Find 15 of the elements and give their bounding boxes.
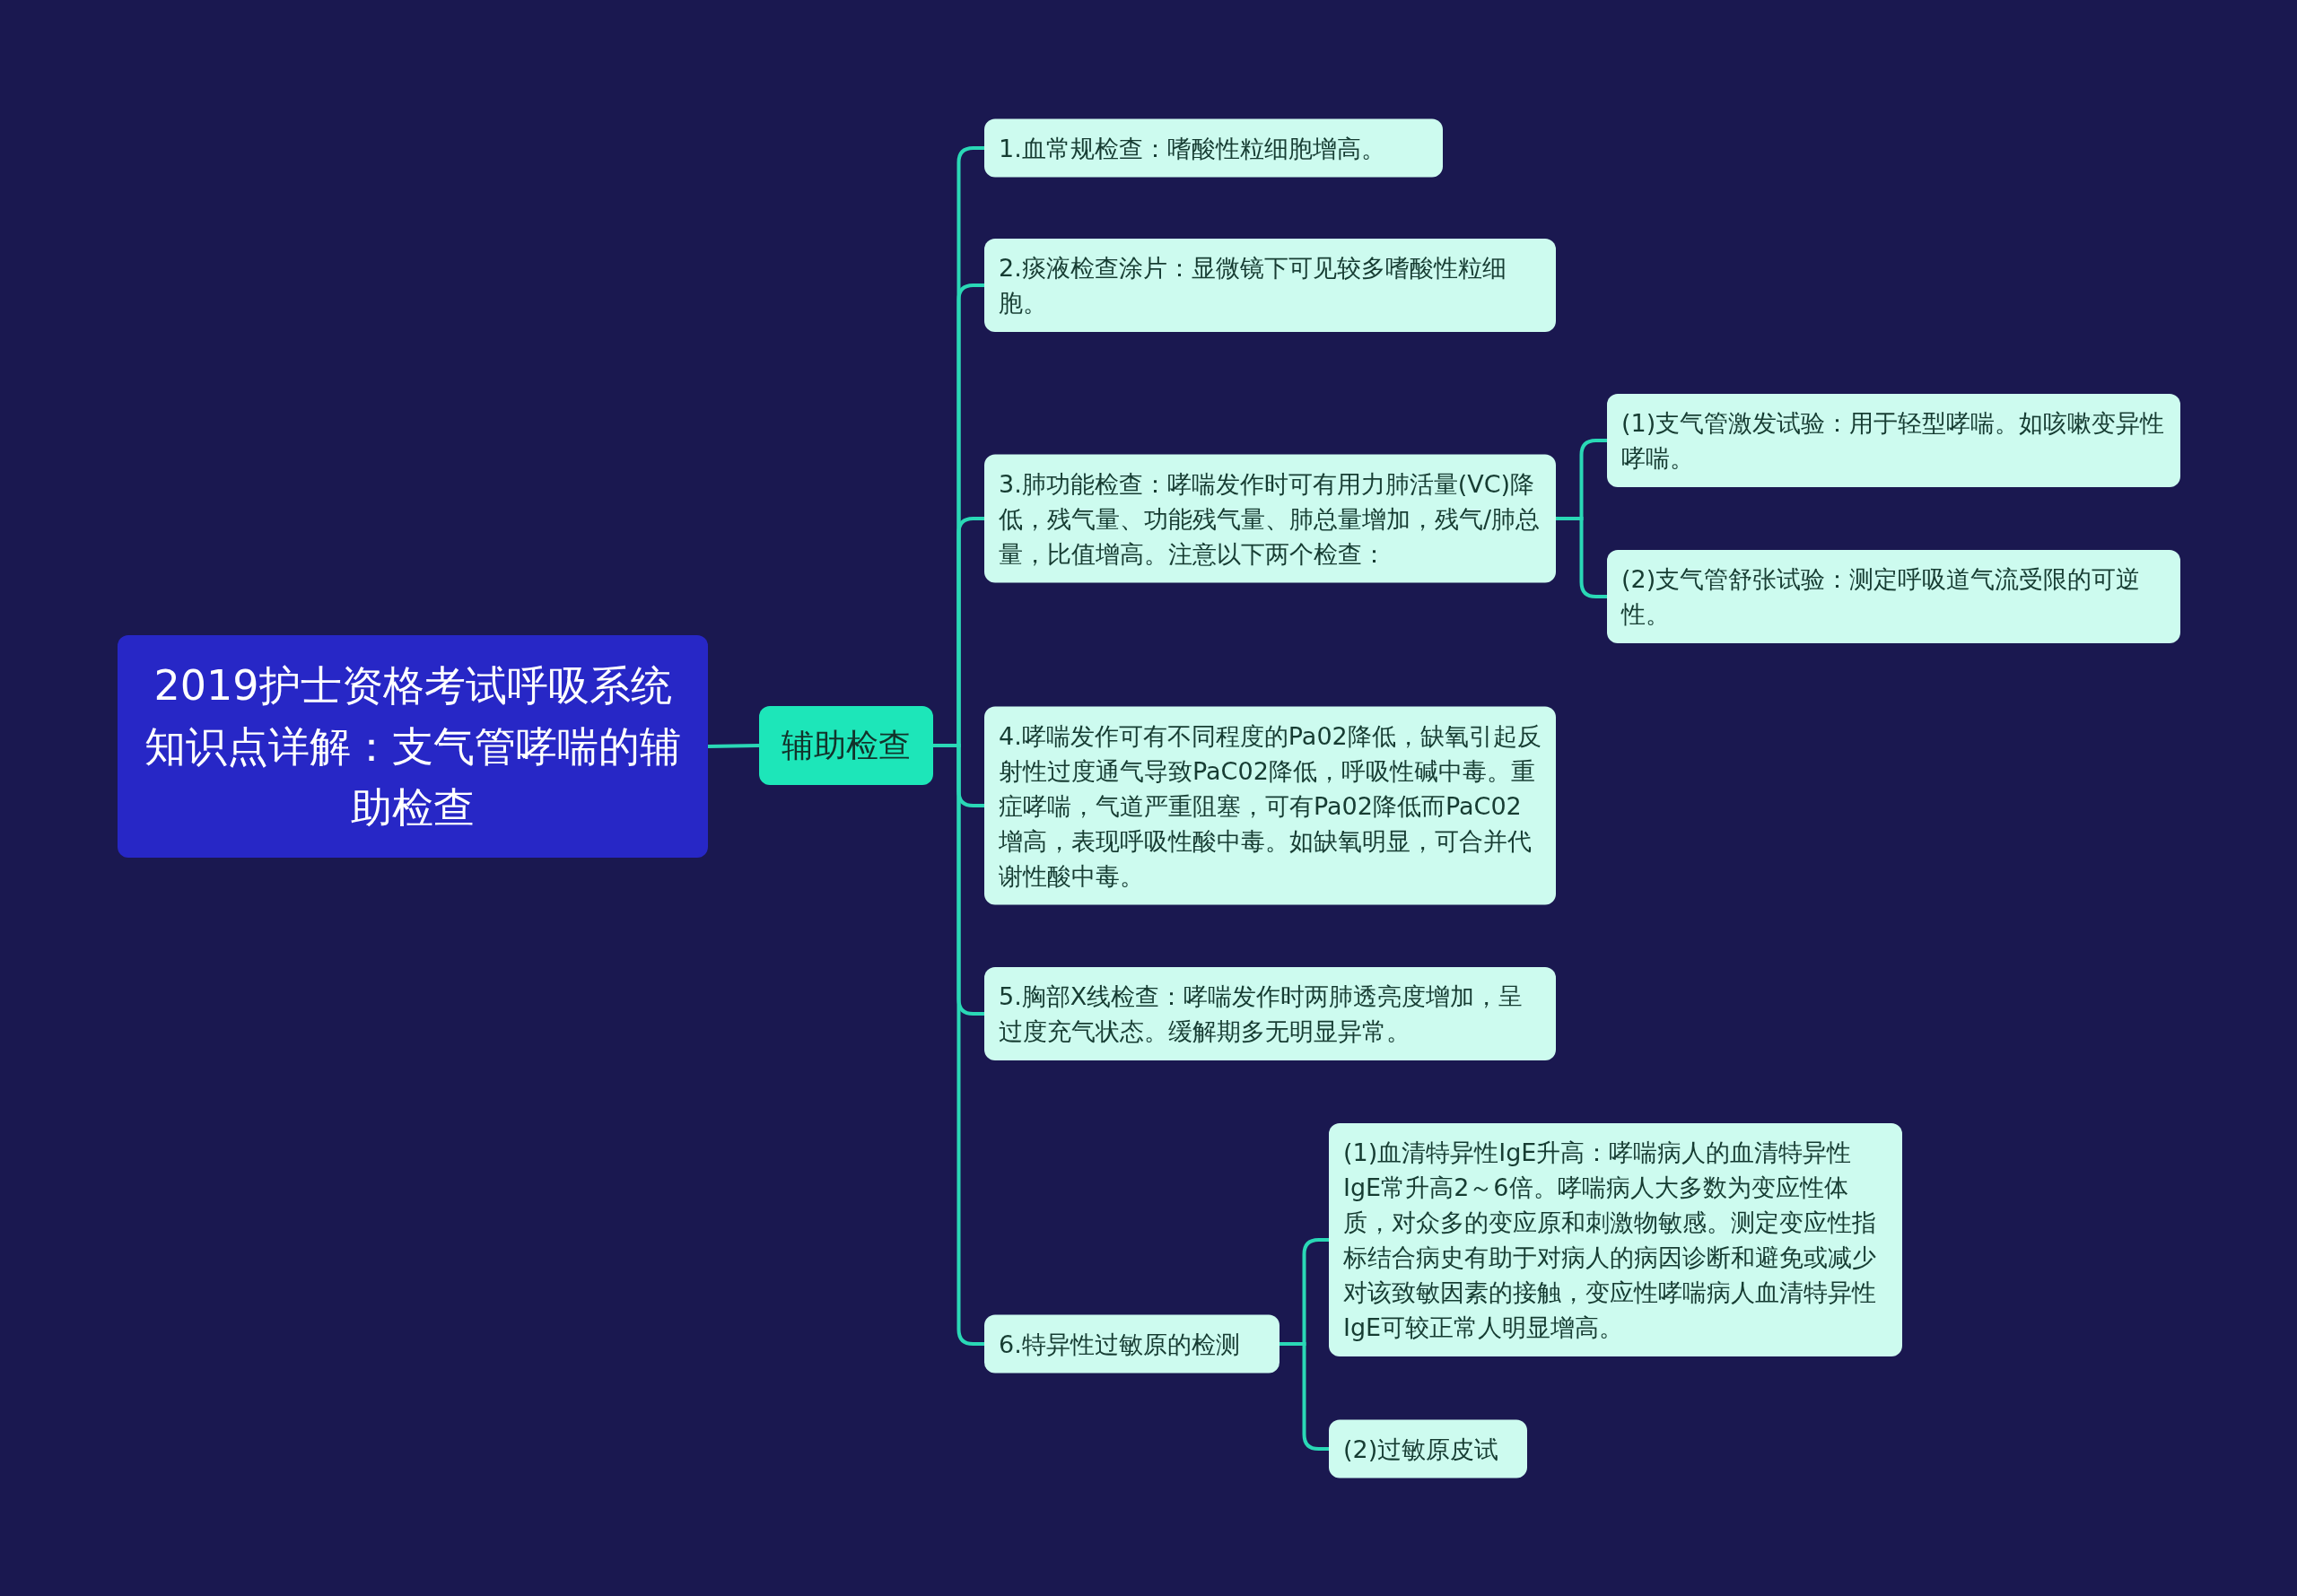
leaf-topic-box: 6.特异性过敏原的检测 [984, 1314, 1280, 1374]
leaf-topic-box: (1)血清特异性IgE升高：哮喘病人的血清特异性IgE常升高2～6倍。哮喘病人大多数为变应性体质，对众多的变应原和刺激物敏感。测定变应性指标结合病史有助于对病人的病因诊断和避免或减少对该致敏因素的接触，变应性哮喘病人血清特异性IgE可较正常人明显增高。 [1329, 1123, 1902, 1356]
root-topic-box: 2019护士资格考试呼吸系统知识点详解：支气管哮喘的辅助检查 [118, 635, 708, 858]
connector-line [707, 744, 760, 748]
leaf-topic-box: 4.哮喘发作可有不同程度的Pa02降低，缺氧引起反射性过度通气导致PaC02降低，呼吸性碱中毒。重症哮喘，气道严重阻塞，可有Pa02降低而PaC02增高，表现呼吸性酸中毒。如缺氧明显，可合并代谢性酸中毒。 [984, 706, 1556, 905]
branch-topic-box: 辅助检查 [759, 706, 933, 785]
leaf-topic-box: (1)支气管激发试验：用于轻型哮喘。如咳嗽变异性哮喘。 [1607, 394, 2180, 487]
leaf-topic-box: 3.肺功能检查：哮喘发作时可有用力肺活量(VC)降低，残气量、功能残气量、肺总量增加，残气/肺总量，比值增高。注意以下两个检查： [984, 454, 1556, 583]
leaf-topic-box: (2)过敏原皮试 [1329, 1419, 1527, 1478]
connector-line [1556, 517, 1607, 598]
leaf-topic-box: 2.痰液检查涂片：显微镜下可见较多嗜酸性粒细胞。 [984, 239, 1556, 332]
leaf-topic-box: 1.血常规检查：嗜酸性粒细胞增高。 [984, 118, 1443, 178]
leaf-topic-box: (2)支气管舒张试验：测定呼吸道气流受限的可逆性。 [1607, 550, 2180, 643]
connector-line [1280, 1342, 1329, 1451]
leaf-topic-box: 5.胸部X线检查：哮喘发作时两肺透亮度增加，呈过度充气状态。缓解期多无明显异常。 [984, 967, 1556, 1060]
